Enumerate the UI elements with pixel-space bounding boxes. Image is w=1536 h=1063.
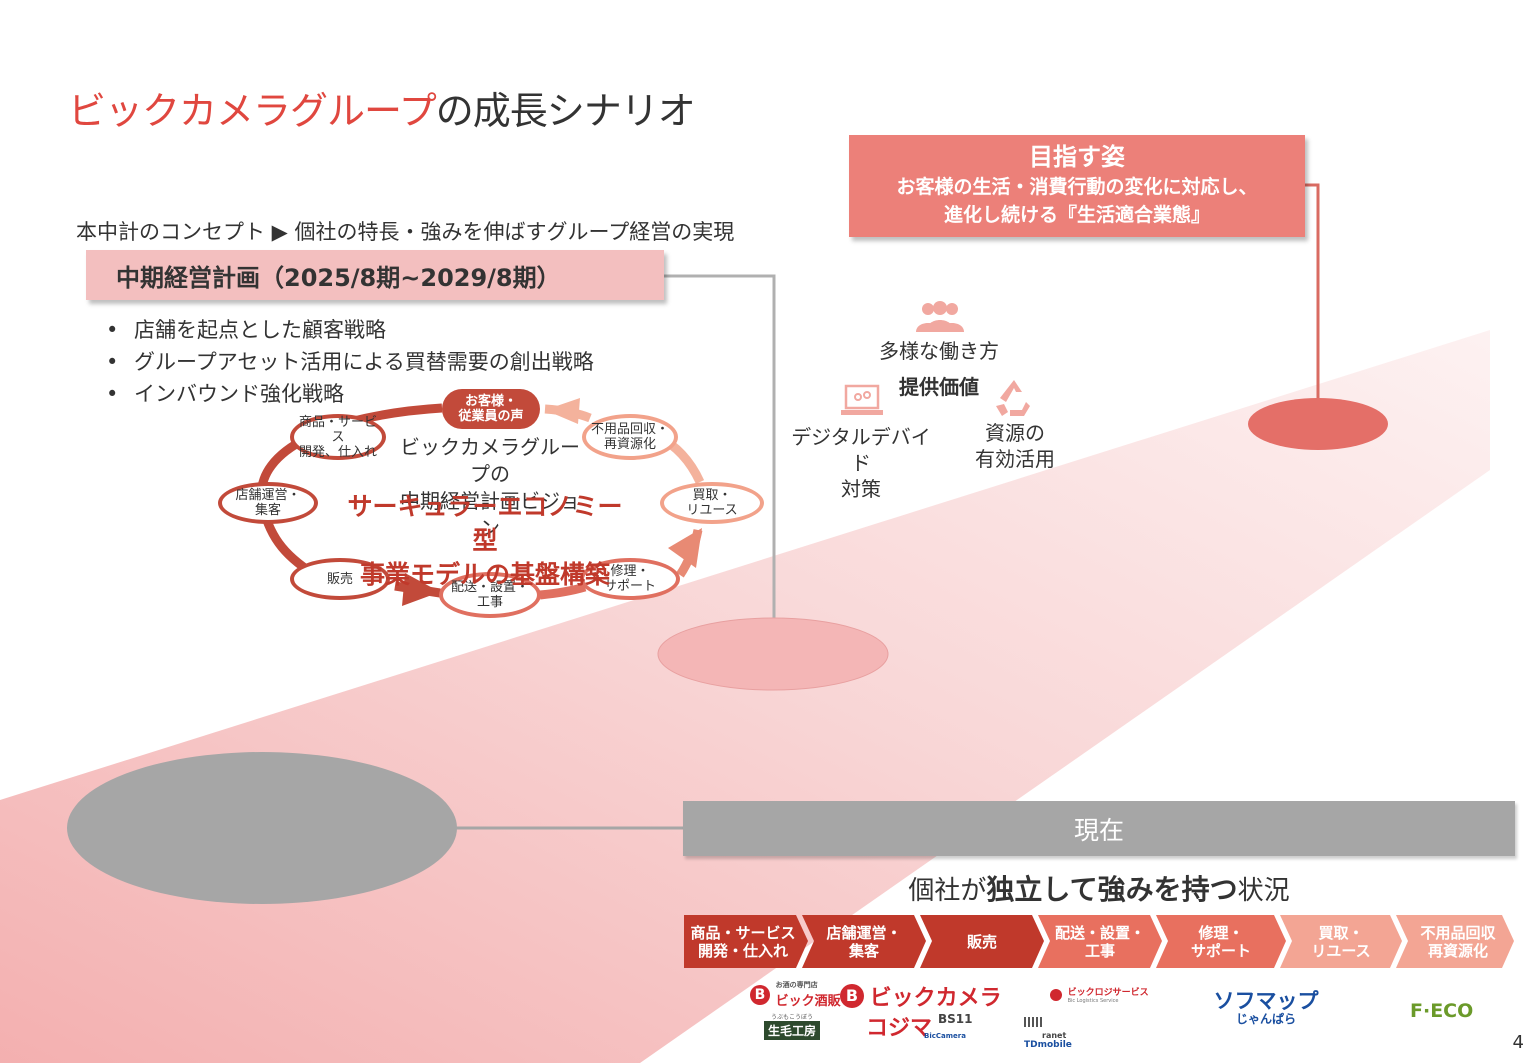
logo-sofmap: ソフマップ じゃんぱら bbox=[1210, 990, 1322, 1026]
ranet-bars-icon bbox=[1024, 1017, 1042, 1027]
chain-shape-1 bbox=[684, 915, 808, 968]
people-icon bbox=[914, 300, 966, 338]
cycle-arc-bottom bbox=[539, 582, 587, 600]
cycle-node-product: 商品・サービス 開発、仕入れ bbox=[290, 414, 386, 460]
value-center: 提供価値 bbox=[899, 375, 979, 399]
connector-plan bbox=[664, 274, 776, 622]
now-sub-post: 状況 bbox=[1237, 876, 1290, 906]
chain-step-recycle: 不用品回収 再資源化 bbox=[1420, 923, 1496, 960]
plan-label: 中期経営計画（2025/8期~2029/8期） bbox=[86, 250, 664, 300]
page-title-group: ビックカメラグループ bbox=[68, 89, 437, 133]
chain-shape-6 bbox=[1280, 915, 1402, 968]
vision-title: ビックカメラグループの 中期経営計画ビジョン bbox=[400, 435, 580, 540]
value-chain: 商品・サービス 開発・仕入れ 店舗運営・ 集客 販売 配送・設置・ 工事 修理・… bbox=[684, 915, 1514, 968]
milestone-goal bbox=[1248, 398, 1388, 450]
now-description: 個社が独立して強みを持つ状況 bbox=[683, 868, 1515, 908]
concept-text: 本中計のコンセプト ▶ 個社の特長・強みを伸ばすグループ経営の実現 bbox=[76, 220, 735, 244]
logo-kobo-small: うぶもこうぼう bbox=[771, 1014, 814, 1021]
chain-step-buyback: 買取・ リユース bbox=[1311, 923, 1371, 960]
value-digital: デジタルデバイド 対策 bbox=[791, 425, 931, 501]
value-resource: 資源の 有効活用 bbox=[975, 421, 1055, 471]
cycle-node-sales: 販売 bbox=[290, 558, 390, 600]
chain-step-delivery: 配送・設置・ 工事 bbox=[1054, 923, 1145, 960]
page-number: 4 bbox=[1512, 1032, 1524, 1053]
page-title: ビックカメラグループの成長シナリオ bbox=[68, 80, 696, 135]
logo-feco: F·ECO bbox=[1410, 1000, 1474, 1022]
logo-ranet-text: ranet bbox=[1042, 1031, 1067, 1040]
milestone-now bbox=[67, 752, 457, 904]
cycle-node-customer: お客様・ 従業員の声 bbox=[442, 389, 540, 429]
chain-shape-2 bbox=[802, 915, 926, 968]
logo-bic-sake: B お酒の専門店 ビック酒販 bbox=[750, 980, 841, 1009]
chain-shape-7 bbox=[1396, 915, 1514, 968]
cycle-arrow-repair bbox=[668, 528, 702, 568]
cycle-arrow-sales bbox=[402, 573, 440, 606]
goal-box: 目指す姿 お客様の生活・消費行動の変化に対応し、 進化し続ける『生活適合業態』 bbox=[849, 135, 1305, 237]
bic-b-icon bbox=[1050, 988, 1062, 1001]
cycle-node-repair: 修理・ サポート bbox=[580, 558, 680, 600]
logo-ranet: ranet TDmobile bbox=[1024, 1012, 1072, 1050]
now-sub-bold: 独立して強みを持つ bbox=[986, 873, 1238, 906]
logo-kojima: コジマ bbox=[866, 1016, 933, 1041]
logo-bic-camera: B ビックカメラ bbox=[840, 980, 1002, 1012]
now-sub-pre: 個社が bbox=[908, 876, 987, 906]
chain-step-sales: 販売 bbox=[966, 932, 997, 951]
recycle-icon bbox=[992, 376, 1036, 422]
logo-bs11-small: BicCamera bbox=[924, 1032, 966, 1040]
cycle-node-store: 店舗運営・ 集客 bbox=[218, 482, 318, 524]
strategy-list: 店舗を起点とした顧客戦略 グループアセット活用による買替需要の創出戦略 インバウ… bbox=[106, 314, 594, 410]
logo-sake-small: お酒の専門店 bbox=[775, 981, 818, 989]
goal-heading: 目指す姿 bbox=[1029, 143, 1125, 171]
page-title-rest: の成長シナリオ bbox=[435, 89, 696, 133]
vision-main: サーキュラーエコノミー型 事業モデルの基盤構築 bbox=[347, 492, 623, 589]
bic-b-icon: B bbox=[750, 984, 770, 1005]
cycle-node-buyback: 買取・ リユース bbox=[660, 482, 764, 524]
connector-goal bbox=[1305, 183, 1320, 400]
chain-shape-4 bbox=[1038, 915, 1162, 968]
now-label: 現在 bbox=[683, 801, 1515, 856]
cycle-node-delivery: 配送・設置・ 工事 bbox=[439, 572, 541, 618]
strategy-item: 店舗を起点とした顧客戦略 bbox=[106, 314, 594, 346]
chain-step-product: 商品・サービス 開発・仕入れ bbox=[690, 923, 796, 960]
logo-kobo-text: 生毛工房 bbox=[764, 1021, 821, 1040]
logo-tdmobile-text: TDmobile bbox=[1024, 1040, 1072, 1050]
logo-bic-text: ビックカメラ bbox=[869, 986, 1002, 1011]
value-work: 多様な働き方 bbox=[879, 339, 999, 363]
logo-bic-logistics: ビックロジサービス Bic Logistics Service bbox=[1050, 984, 1149, 1004]
logo-sake-text: ビック酒販 bbox=[775, 994, 841, 1009]
strategy-item: グループアセット活用による買替需要の創出戦略 bbox=[106, 346, 594, 378]
goal-line-1: お客様の生活・消費行動の変化に対応し、 bbox=[896, 176, 1258, 198]
logo-janpara-text: じゃんぱら bbox=[1235, 1012, 1296, 1026]
logo-logistics-small: Bic Logistics Service bbox=[1067, 998, 1119, 1004]
chain-shape-5 bbox=[1156, 915, 1286, 968]
logo-bs11: BS11 BicCamera bbox=[924, 1012, 973, 1040]
chain-shape-3 bbox=[920, 915, 1044, 968]
logo-logistics-text: ビックロジサービス bbox=[1067, 988, 1149, 998]
laptop-icon bbox=[840, 384, 884, 424]
value-chain-shapes bbox=[684, 915, 1514, 968]
goal-line-2: 進化し続ける『生活適合業態』 bbox=[943, 204, 1210, 226]
logo-bs11-text: BS11 bbox=[938, 1012, 973, 1026]
chain-step-repair: 修理・ サポート bbox=[1190, 923, 1251, 960]
strategy-item: インバウンド強化戦略 bbox=[106, 378, 594, 410]
logo-ubumo-kobo: うぶもこうぼう 生毛工房 bbox=[764, 1012, 821, 1040]
chain-step-store: 店舗運営・ 集客 bbox=[826, 923, 902, 960]
bic-b-icon: B bbox=[840, 984, 864, 1008]
milestone-plan bbox=[657, 617, 889, 691]
cycle-node-recycle: 不用品回収・ 再資源化 bbox=[582, 414, 678, 460]
logo-sofmap-text: ソフマップ bbox=[1213, 989, 1319, 1013]
